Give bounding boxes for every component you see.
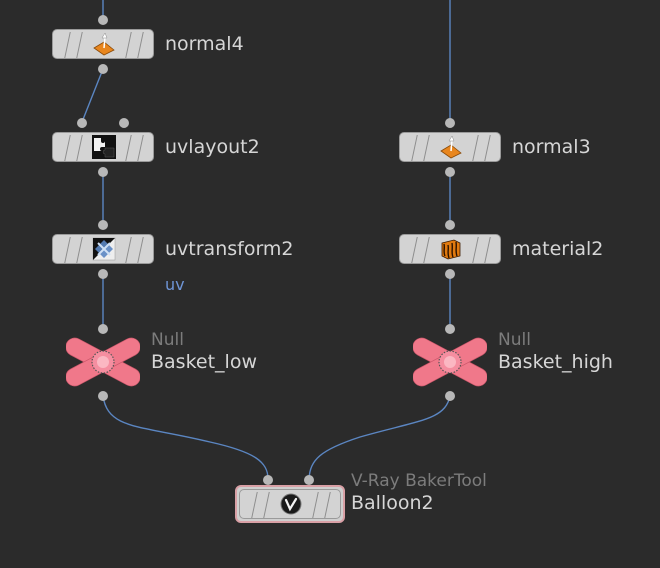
node-stripe <box>76 237 83 263</box>
node-stripe <box>125 237 132 263</box>
node-label-material2: material2 <box>512 238 604 260</box>
uvlayout-puzzle-icon <box>92 135 116 159</box>
node-stripe <box>137 135 144 161</box>
null-icon[interactable] <box>66 336 140 388</box>
node-stripe <box>64 237 71 263</box>
node-stripe <box>64 32 71 58</box>
node-type-balloon2: V-Ray BakerTool <box>351 471 487 491</box>
uvlayout2-output-port[interactable] <box>98 167 108 177</box>
node-stripe <box>484 237 491 263</box>
wire-basket-high-balloon2 <box>308 395 451 480</box>
node-type-basket-low: Null <box>151 330 184 350</box>
null-icon[interactable] <box>413 336 487 388</box>
node-stripe <box>423 237 430 263</box>
node-stripe <box>125 32 132 58</box>
node-normal4[interactable] <box>52 29 154 59</box>
node-label-normal3: normal3 <box>512 136 591 158</box>
uvtransform2-input-port[interactable] <box>98 220 108 230</box>
normal-icon <box>440 135 462 159</box>
node-stripe <box>324 492 331 518</box>
node-stripe <box>312 492 319 518</box>
node-stripe <box>64 135 71 161</box>
normal3-output-port[interactable] <box>445 167 455 177</box>
node-stripe <box>484 135 491 161</box>
vray-icon <box>280 493 302 515</box>
balloon2-input-port-1[interactable] <box>263 475 273 485</box>
node-stripe <box>76 135 83 161</box>
material2-input-port[interactable] <box>445 220 455 230</box>
material2-output-port[interactable] <box>445 269 455 279</box>
node-stripe <box>137 32 144 58</box>
basket-low-input-port[interactable] <box>98 324 108 334</box>
uvlayout2-input-port-1[interactable] <box>77 118 87 128</box>
node-type-basket-high: Null <box>498 330 531 350</box>
basket-low-output-port[interactable] <box>98 391 108 401</box>
material-icon <box>441 239 461 260</box>
node-stripe <box>472 237 479 263</box>
node-stripe <box>137 237 144 263</box>
node-uvlayout2[interactable] <box>52 132 154 162</box>
node-label-balloon2: Balloon2 <box>351 492 434 514</box>
normal3-input-port[interactable] <box>445 118 455 128</box>
normal-icon <box>93 32 115 56</box>
node-stripe <box>263 492 270 518</box>
node-stripe <box>423 135 430 161</box>
node-uvtransform2[interactable] <box>52 234 154 264</box>
basket-high-input-port[interactable] <box>445 324 455 334</box>
node-label-normal4: normal4 <box>165 33 244 55</box>
node-stripe <box>76 32 83 58</box>
wire-normal4-uvlayout2 <box>81 68 104 123</box>
node-normal3[interactable] <box>399 132 501 162</box>
balloon2-input-port-2[interactable] <box>304 475 314 485</box>
node-label-uvlayout2: uvlayout2 <box>165 136 260 158</box>
uvtransform-icon <box>92 237 116 261</box>
node-stripe <box>251 492 258 518</box>
node-label-basket-low: Basket_low <box>151 351 257 373</box>
uvlayout2-input-port-2[interactable] <box>119 118 129 128</box>
node-stripe <box>125 135 132 161</box>
uvtransform2-output-port[interactable] <box>98 269 108 279</box>
node-stripe <box>411 237 418 263</box>
node-material2[interactable] <box>399 234 501 264</box>
node-balloon2[interactable] <box>239 489 341 519</box>
node-stripe <box>472 135 479 161</box>
basket-high-output-port[interactable] <box>445 391 455 401</box>
node-flag-uv: uv <box>165 275 185 294</box>
node-stripe <box>411 135 418 161</box>
normal4-input-port[interactable] <box>98 15 108 25</box>
node-label-uvtransform2: uvtransform2 <box>165 238 294 260</box>
node-label-basket-high: Basket_high <box>498 351 613 373</box>
wire-basket-low-balloon2 <box>102 395 269 480</box>
normal4-output-port[interactable] <box>98 64 108 74</box>
